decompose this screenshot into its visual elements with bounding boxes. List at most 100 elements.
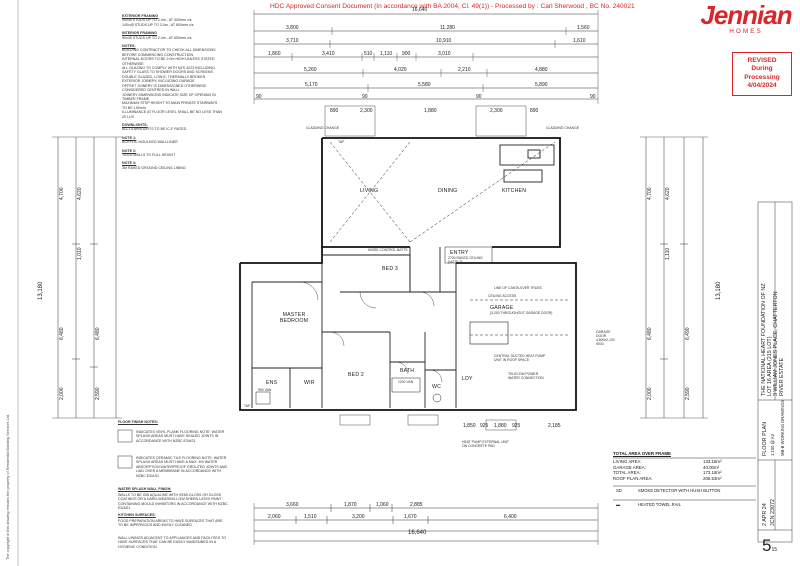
revised-line: REVISED [747,57,777,64]
dim-right-outer: 6,480 [647,327,653,340]
revised-line: 4/04/2024 [747,82,777,90]
room-bath: BATH [400,368,415,374]
area-schedule: TOTAL AREA OVER FRAME LIVING AREA: 133.18… [613,451,756,511]
dim-left-inner: 4,620 [77,187,83,200]
symbol-text: HEATED TOWEL RAIL [638,502,681,507]
revised-stamp: REVISED During Processing 4/04/2024 [732,52,792,96]
note-line: ALL DOWNLIGHTS TO BE IC-F RATED [122,127,187,132]
title-scale: 1:100 @ A3 [770,434,775,456]
dim-bottom-r1: 1,870 [344,502,357,508]
dim-deck: 890 [330,108,339,114]
tap-label: TAP [338,140,345,144]
dim-top-edge: 90 [590,94,596,100]
title-job: JCN 23072 [770,499,776,526]
dim-bottom-r2: 6,400 [504,514,517,520]
wall-lining-text: WALL LININGS ADJACENT TO APPLIANCES AND … [118,536,227,549]
dim-overall-left: 13,180 [38,281,44,300]
cantilever-label: LINE OF CANTILEVER TRUSS [494,286,542,290]
copyright-notice: The copyright of this drawing remains th… [6,413,10,560]
area-value: 173.18m² [703,470,722,476]
room-master: MASTER BEDROOM [279,312,309,324]
dim-right-outer: 4,700 [647,187,653,200]
note-line: OFFSET JOINERY IS DIMENSIONED OTHERWISE … [122,83,206,93]
dim-bottom-mid: 1,850 [463,423,476,429]
area-label: LIVING AREA: [613,458,642,464]
note-block: NOTE 1: ACRYLIC MOULDED WALLLINER [122,136,222,145]
dim-deck: 2,300 [360,108,373,114]
note-line: JOINERY DIMENSIONS INDICATE SIZE OF OPEN… [122,92,216,101]
note-line: BUILDING CONTRACTOR TO CHECK ALL DIMENSI… [122,48,216,57]
dim-bottom-r2: 3,200 [352,514,365,520]
note-heading: EXTERIOR FRAMING [122,14,159,18]
page-number: 515 [762,536,777,556]
dim-bottom-r2: 1,510 [304,514,317,520]
note-line: 90x45 STUDS UP TO 2.4m - AT 400mm c/s [122,18,192,23]
room-dining: DINING [438,188,458,194]
kitchen-text: FOOD PREPARATION AREAS TO HAVE SURFACES … [118,519,223,528]
cladding-label: CLADDING CHANGE [546,126,579,130]
dim-top-r5: 5,890 [535,82,548,88]
towel-rail-icon: ▬ [616,502,621,507]
note-line: 90x45 STUDS UP TO 2.4m - AT 600mm c/s [122,35,192,40]
ceiling-access-label: CEILING ACCESS [488,294,517,298]
note-line: ALL GLAZING TO COMPLY WITH NZS 4223 INCL… [122,66,215,75]
heat-pump-label: CENTRAL DUCTED HEAT PUMP UNIT IN ROOF SP… [494,354,546,362]
dim-right-inner: 1,110 [665,247,671,260]
dim-left-inner: 1,010 [77,247,83,260]
note-line: 3M RAKED GROUND CEILING LINING [122,165,186,170]
dim-left-outer: 4,700 [59,187,65,200]
splash-heading: WATER SPLASH WALL FINISH: [118,487,172,491]
dim-left-outer: 6,480 [59,327,65,340]
title-date: 2 APR 24 [762,503,768,526]
revised-line: During [751,65,773,73]
symbol-towel-rail: ▬ HEATED TOWEL RAIL [616,502,681,507]
heat-pump-ext-label: HEAT PUMP EXTERNAL UNIT ON CONCRETE PAD [462,440,509,448]
dim-left-outer: 2,000 [59,387,65,400]
dim-right-inner: 6,490 [685,327,691,340]
dim-bottom-r2: 1,670 [404,514,417,520]
dim-top-edge: 90 [476,94,482,100]
dim-top-r5: 5,170 [305,82,318,88]
room-wc: WC [432,384,442,390]
dim-bottom-mid: 925 [480,423,489,429]
note-block: NOTES: BUILDING CONTRACTOR TO CHECK ALL … [122,44,222,119]
floor-finish-tile: INDICATES CERAMIC TILE FLOORING NOTE: WA… [136,456,228,478]
title-sheet: FLOOR PLAN [762,421,768,456]
dim-left-inner: 2,590 [95,387,101,400]
area-heading: TOTAL AREA OVER FRAME [613,451,671,456]
dim-right-inner: 2,590 [685,387,691,400]
symbol-text: SMOKE DETECTOR WITH HUSH BUTTON [638,488,721,493]
area-label: ROOF PLAN AREA: [613,476,653,482]
dim-top-r3: 1,110 [380,51,393,57]
area-label: TOTAL AREA: [613,470,641,476]
note-heading: DOWNLIGHTS: [122,122,148,127]
dim-top-r3: 3,010 [438,51,451,57]
room-garage: GARAGE [490,305,514,311]
dim-top-r1: 3,800 [286,25,299,31]
dim-overall-top: 16,640 [412,7,428,13]
room-wir: WIR [304,380,315,386]
area-row: GARAGE AREA:40.00m² [613,465,756,471]
dim-top-r2: 3,710 [286,38,299,44]
note-line: 140x45 STUDS UP TO 3.0m - AT 600mm c/s [122,22,194,27]
dim-bottom-mid: 1,880 [494,423,507,429]
note-heading: NOTE 3: [122,161,137,166]
area-value: 133.18m² [703,458,722,464]
general-notes: EXTERIOR FRAMING 90x45 STUDS UP TO 2.4m … [122,14,222,174]
dim-top-r3: 1,860 [268,51,281,57]
area-row: LIVING AREA: 133.18m² [613,459,756,465]
dim-bottom-mid: 925 [512,423,521,429]
brand-name: Jennian [700,0,792,30]
dim-bottom-r2: 2,060 [268,514,281,520]
area-value: 206.53m² [703,476,722,482]
dim-top-r3: 510 [364,51,373,57]
dim-overall-bottom: 16,640 [408,530,427,536]
room-living: LIVING [360,188,379,194]
dim-top-r4: 2,210 [458,67,471,73]
dim-top-r1: 1,560 [577,25,590,31]
room-ldy: LDY [462,376,473,382]
note-heading: NOTE 1: [122,135,137,140]
dim-top-r2: 1,610 [573,38,586,44]
area-value: 40.00m² [703,464,720,470]
